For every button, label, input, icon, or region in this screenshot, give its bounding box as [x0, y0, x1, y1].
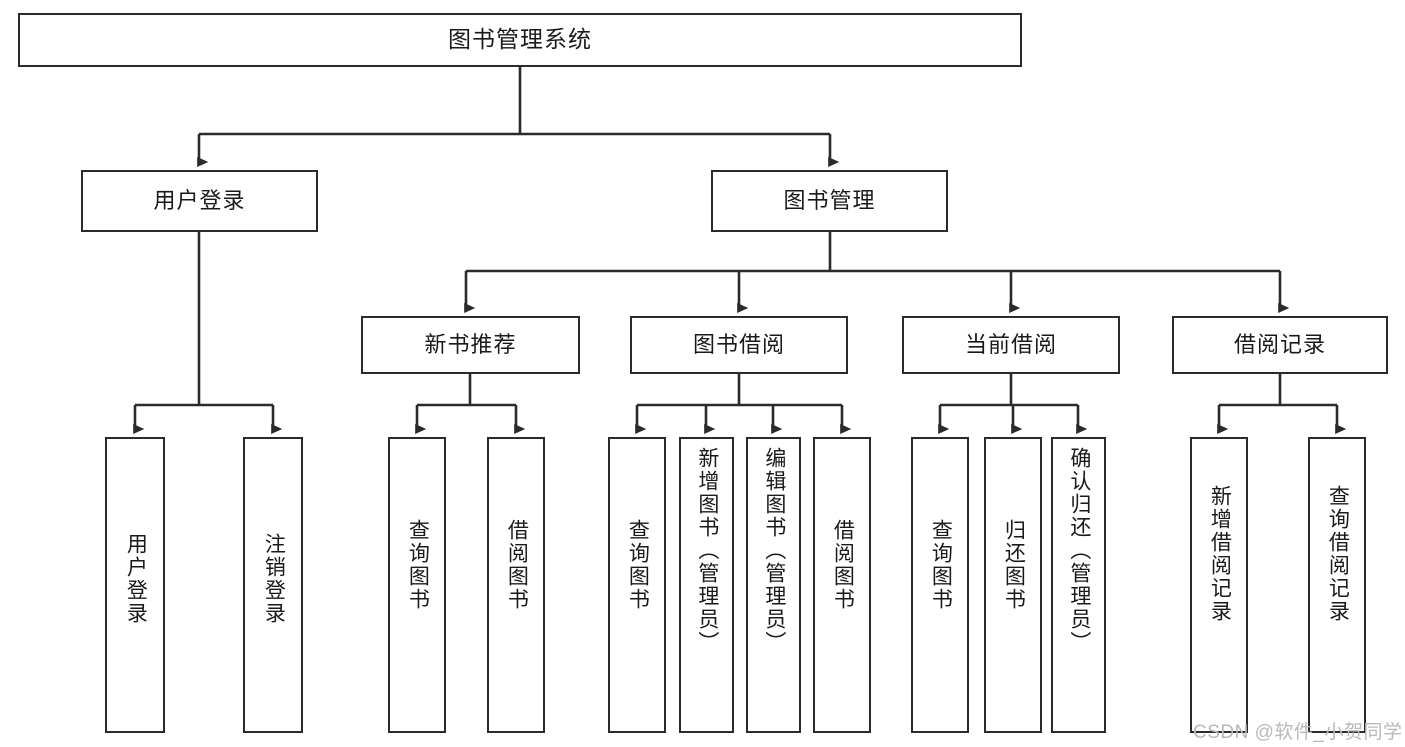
- node-label: 用户登录: [153, 187, 246, 213]
- node-leaf-query-borrow-record[interactable]: 查询借阅记录: [1308, 437, 1366, 733]
- watermark: CSDN @软件_小贺同学: [1193, 722, 1403, 743]
- node-borrow-record[interactable]: 借阅记录: [1172, 316, 1388, 374]
- node-root-system[interactable]: 图书管理系统: [18, 13, 1022, 67]
- node-label: 借阅记录: [1233, 331, 1326, 357]
- node-label: 用户登录: [124, 533, 148, 625]
- node-leaf-logout[interactable]: 注销登录: [243, 437, 303, 733]
- node-label: 查询借阅记录: [1326, 485, 1350, 623]
- node-label: 借阅图书: [505, 519, 529, 611]
- node-label: 借阅图书: [831, 519, 855, 611]
- node-leaf-add-book-admin[interactable]: 新增图书（管理员）: [679, 437, 734, 733]
- node-label: 编辑图书（管理员）: [762, 447, 786, 654]
- node-leaf-user-login[interactable]: 用户登录: [105, 437, 165, 733]
- node-user-login[interactable]: 用户登录: [81, 170, 318, 232]
- node-label: 确认归还（管理员）: [1067, 447, 1091, 654]
- node-current-borrow[interactable]: 当前借阅: [902, 316, 1120, 374]
- node-leaf-borrow-book-recommend[interactable]: 借阅图书: [487, 437, 545, 733]
- node-book-borrow[interactable]: 图书借阅: [630, 316, 848, 374]
- node-book-management[interactable]: 图书管理: [711, 170, 948, 232]
- node-leaf-edit-book-admin[interactable]: 编辑图书（管理员）: [746, 437, 801, 733]
- node-label: 新增图书（管理员）: [695, 447, 719, 654]
- node-label: 查询图书: [406, 519, 430, 611]
- node-new-book-recommend[interactable]: 新书推荐: [361, 316, 580, 374]
- node-label: 图书借阅: [692, 331, 785, 357]
- node-label: 新书推荐: [424, 331, 517, 357]
- node-leaf-query-book-recommend[interactable]: 查询图书: [388, 437, 446, 733]
- node-label: 归还图书: [1002, 519, 1026, 611]
- node-label: 当前借阅: [964, 331, 1057, 357]
- node-label: 新增借阅记录: [1208, 485, 1232, 623]
- node-label: 图书管理系统: [448, 26, 592, 53]
- node-leaf-add-borrow-record[interactable]: 新增借阅记录: [1190, 437, 1248, 733]
- node-label: 查询图书: [626, 519, 650, 611]
- node-leaf-query-book-borrow[interactable]: 查询图书: [608, 437, 666, 733]
- node-leaf-return-book[interactable]: 归还图书: [984, 437, 1042, 733]
- node-leaf-borrow-book[interactable]: 借阅图书: [813, 437, 871, 733]
- node-label: 注销登录: [262, 533, 286, 625]
- node-leaf-confirm-return-admin[interactable]: 确认归还（管理员）: [1051, 437, 1106, 733]
- node-leaf-query-book-current[interactable]: 查询图书: [911, 437, 969, 733]
- node-label: 查询图书: [929, 519, 953, 611]
- node-label: 图书管理: [783, 187, 876, 213]
